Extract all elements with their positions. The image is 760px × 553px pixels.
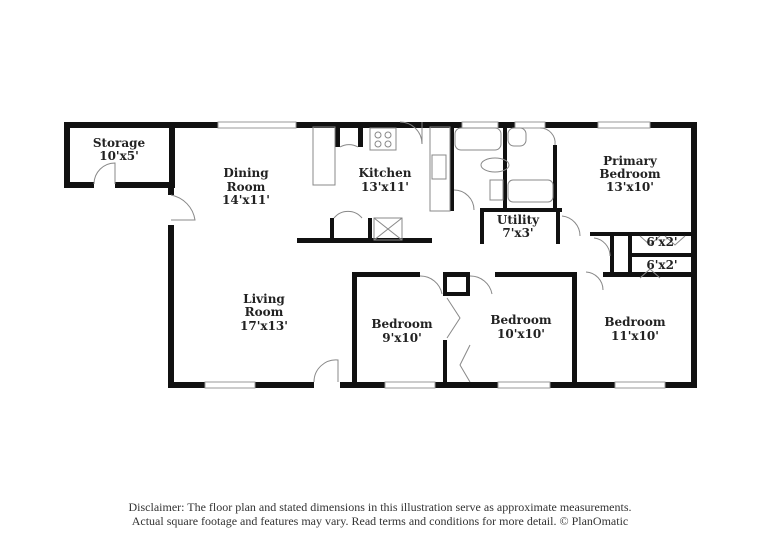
- fixtures: [312, 126, 554, 241]
- room-dims: 6'x2': [646, 235, 677, 249]
- room-dims: 7'x3': [502, 226, 533, 240]
- room-name: Kitchen: [359, 166, 412, 180]
- room-name: Room: [245, 305, 284, 319]
- room-dims: 14'x11': [222, 193, 270, 207]
- doors: [93, 121, 686, 383]
- kitchen-counter: [429, 126, 451, 212]
- sink-icon: [489, 179, 504, 201]
- room-dims: 13'x10': [606, 180, 654, 194]
- skylight-icon: [373, 217, 403, 241]
- room-dims: 10'x10': [497, 327, 545, 341]
- room-name: Bedroom: [599, 167, 660, 181]
- disclaimer-line-1: Disclaimer: The floor plan and stated di…: [128, 500, 632, 514]
- room-name: Bedroom: [490, 313, 551, 327]
- windows: [204, 121, 666, 389]
- stove-icon: [369, 127, 397, 151]
- room-name: Living: [243, 292, 285, 306]
- walls: [64, 122, 697, 388]
- toilet-icon: [480, 157, 510, 173]
- room-labels: Storage 10'x5' Dining Room 14'x11' Kitch…: [93, 136, 678, 345]
- room-name: Dining: [223, 166, 269, 180]
- disclaimer: Disclaimer: The floor plan and stated di…: [0, 500, 760, 528]
- room-name: Bedroom: [604, 315, 665, 329]
- bathtub-icon: [454, 127, 502, 151]
- room-name: Bedroom: [371, 317, 432, 331]
- room-dims: 6'x2': [646, 258, 677, 272]
- room-name: Utility: [497, 213, 540, 227]
- bathtub-icon: [507, 179, 554, 203]
- room-dims: 11'x10': [611, 329, 659, 343]
- room-dims: 17'x13': [240, 319, 288, 333]
- room-name: Room: [227, 180, 266, 194]
- room-name: Storage: [93, 136, 146, 150]
- sink-icon: [507, 127, 527, 147]
- room-dims: 9'x10': [382, 331, 422, 345]
- room-dims: 13'x11': [361, 180, 409, 194]
- sink-icon: [431, 154, 447, 180]
- disclaimer-line-2: Actual square footage and features may v…: [131, 514, 629, 528]
- room-name: Primary: [603, 154, 658, 168]
- counter: [312, 126, 336, 186]
- room-dims: 10'x5': [99, 149, 139, 163]
